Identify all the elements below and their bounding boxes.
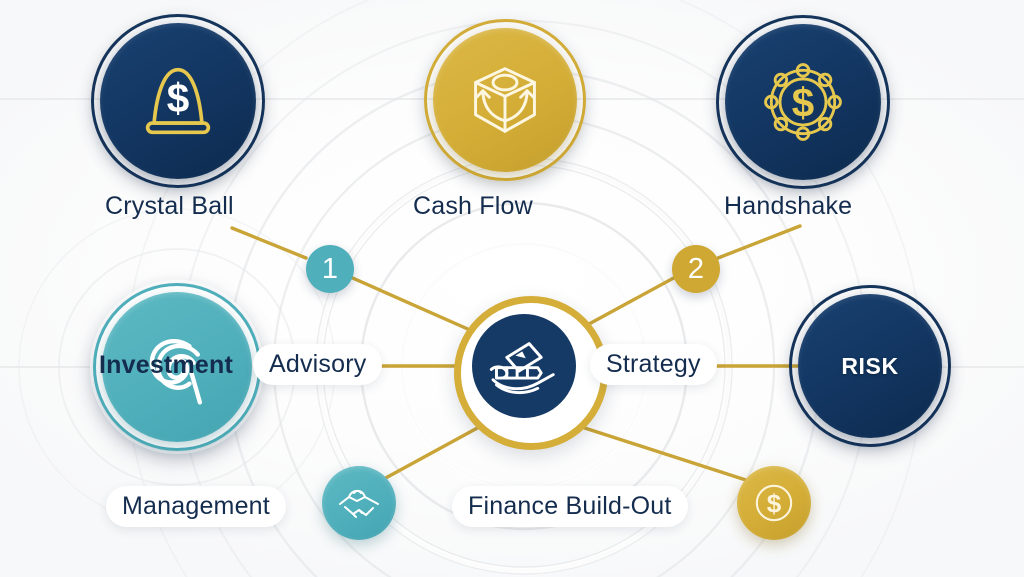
node-disc: $ [725, 24, 881, 180]
badge-step-1[interactable]: 1 [306, 245, 354, 293]
badge-step-2-text: 2 [687, 252, 705, 285]
svg-text:$: $ [792, 79, 814, 125]
badge-step-1-text: 1 [321, 252, 339, 285]
risk-label: RISK [841, 352, 899, 379]
node-finance-dollar[interactable]: $ [737, 466, 811, 540]
node-disc: $ [737, 466, 811, 540]
hand-holding-cash-icon [489, 342, 555, 395]
center-hub-disc[interactable] [472, 314, 576, 418]
node-disc [102, 292, 252, 442]
spiral-fingerprint-icon [149, 339, 203, 405]
label-cash-flow: Cash Flow [413, 192, 533, 220]
node-disc: RISK [798, 294, 942, 438]
node-crystal-ball[interactable]: $ [91, 14, 265, 188]
dollar-coin-icon: $ [755, 484, 793, 522]
node-disc: $ [100, 23, 256, 179]
connector-badge2-to-handshake [716, 224, 802, 260]
node-handshake[interactable]: $ [716, 15, 890, 189]
node-cash-flow[interactable] [424, 19, 586, 181]
connector-hub-to-finance [558, 418, 754, 484]
connector-badge1-to-crystal [230, 226, 308, 260]
label-management: Management [106, 486, 286, 527]
node-disc [433, 28, 577, 172]
node-ring [91, 14, 265, 188]
svg-text:$: $ [167, 75, 190, 121]
node-ring [716, 15, 890, 189]
label-strategy: Strategy [590, 344, 717, 385]
node-disc [322, 466, 396, 540]
node-management-handshake[interactable] [322, 466, 396, 540]
label-finance-build-out: Finance Build-Out [452, 486, 688, 527]
node-ring [424, 19, 586, 181]
handshake-icon [339, 489, 379, 518]
label-investment: Investment [99, 351, 233, 379]
bell-dollar-icon: $ [145, 67, 211, 135]
connector-hub-to-management [380, 418, 494, 482]
node-ring [789, 285, 951, 447]
badge-step-2[interactable]: 2 [672, 245, 720, 293]
svg-text:$: $ [767, 488, 782, 518]
label-crystal-ball: Crystal Ball [105, 192, 234, 220]
label-advisory: Advisory [253, 344, 383, 385]
node-risk[interactable]: RISK [789, 285, 951, 447]
dollar-network-circle-icon: $ [764, 63, 842, 141]
label-handshake: Handshake [724, 192, 853, 220]
box-arrows-cube-icon [474, 67, 536, 133]
